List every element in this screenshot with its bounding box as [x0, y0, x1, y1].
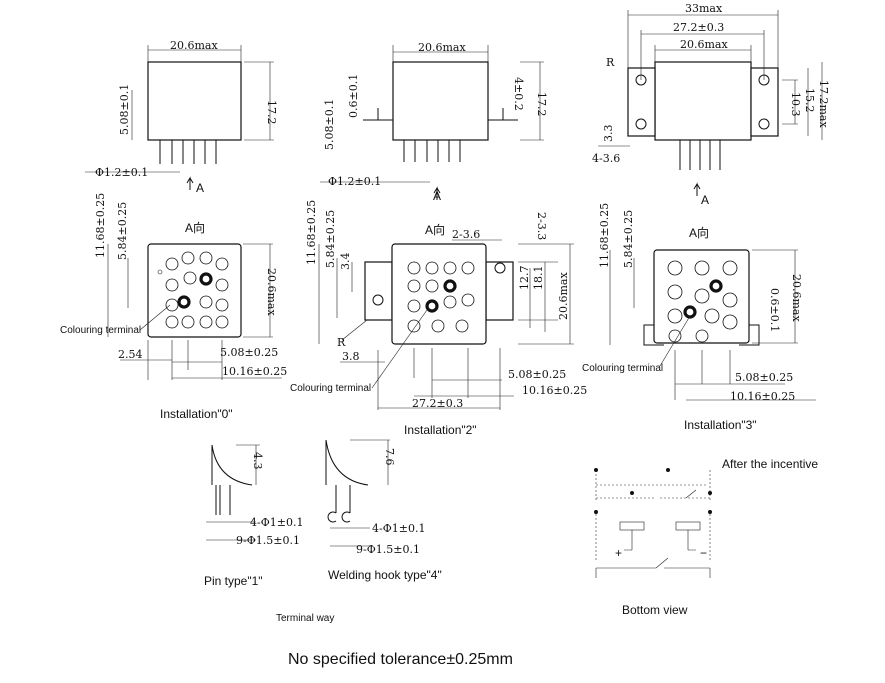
inst2-colour-label: Colouring terminal: [290, 383, 371, 394]
inst3-caption: Installation"3": [684, 418, 757, 432]
tm-height-d: 17.2: [535, 92, 548, 117]
inst3-d4: 20.6max: [790, 274, 803, 322]
inst3-d5: 5.08±0.25: [735, 371, 793, 384]
inst2-d1: 11.68±0.25: [305, 200, 318, 265]
pin-caption: Pin type"1": [204, 574, 263, 588]
tl-height-b: 17.2: [265, 100, 278, 125]
side-view-left: 20.6max 17.2 5.08±0.1 Φ1.2±0.1 A: [85, 39, 278, 195]
inst0-pins: [165, 251, 229, 329]
tl-width: 20.6max: [170, 39, 218, 52]
installation-2: A向 11.68±0.25 5.84±0.25 3.4 2-3.6 2-3.3 …: [290, 200, 587, 437]
hook-h: 7.6: [383, 448, 396, 466]
front-view-right: 33max 27.2±0.3 20.6max R 10.3 15.2 17.2m…: [592, 2, 830, 207]
bottom-plus: +: [615, 546, 622, 560]
inst3-d3: 0.6±0.1: [768, 288, 781, 332]
inst2-d10: 3.8: [342, 350, 360, 363]
footer-tolerance: No specified tolerance±0.25mm: [288, 651, 513, 668]
tr-hole: 4-3.6: [592, 152, 620, 165]
pin-h: 4.3: [251, 452, 264, 470]
inst2-d6: 12.7: [518, 266, 531, 291]
inst3-d1: 11.68±0.25: [598, 203, 611, 268]
inst0-d1: 11.68±0.25: [94, 193, 107, 258]
inst0-d2: 5.84±0.25: [116, 202, 129, 260]
inst0-d5: 5.08±0.25: [220, 346, 278, 359]
bottom-view-title: After the incentive: [722, 457, 818, 471]
side-view-mid: 20.6max 17.2 4±0.2 5.08±0.1 0.6±0.1 Φ1.2…: [320, 41, 548, 203]
tr-arrow: A: [701, 193, 709, 207]
inst2-d7: 18.1: [532, 266, 545, 291]
tm-height-a: 5.08±0.1: [323, 99, 336, 150]
inst3-colour-label: Colouring terminal: [582, 363, 663, 374]
tr-h1: 10.3: [789, 92, 802, 117]
tm-arrow: A: [433, 189, 441, 203]
tr-r: R: [606, 56, 615, 69]
inst2-d11: 5.08±0.25: [508, 368, 566, 381]
inst2-d9: R: [337, 336, 346, 349]
bottom-minus: −: [700, 546, 707, 560]
inst2-d2: 5.84±0.25: [324, 210, 337, 268]
tr-w3: 20.6max: [680, 38, 728, 51]
tm-height-c: 4±0.2: [512, 77, 525, 111]
inst2-caption: Installation"2": [404, 423, 477, 437]
inst0-d4: 2.54: [118, 348, 143, 361]
inst3-view-label: A向: [689, 225, 709, 240]
installation-3: A向 11.68±0.25 5.84±0.25 0.6±0.1 20.6max …: [582, 203, 816, 432]
inst0-d6: 10.16±0.25: [222, 365, 287, 378]
hook-caption: Welding hook type"4": [328, 568, 442, 582]
tr-w1: 33max: [685, 2, 723, 15]
inst3-d2: 5.84±0.25: [622, 210, 635, 268]
inst2-d4: 2-3.6: [452, 228, 480, 241]
inst2-d8: 20.6max: [557, 272, 570, 320]
pin-b: 9-Φ1.5±0.1: [236, 534, 300, 547]
inst3-pins: [667, 260, 738, 343]
inst2-d12: 10.16±0.25: [522, 384, 587, 397]
tm-height-b: 0.6±0.1: [347, 74, 360, 118]
inst2-d5: 2-3.3: [535, 212, 548, 240]
tl-height-a: 5.08±0.1: [118, 84, 131, 135]
tr-h3: 17.2max: [817, 80, 830, 128]
tl-arrow: A: [196, 181, 204, 195]
tm-pin: Φ1.2±0.1: [328, 175, 381, 188]
terminal-hook-type: 7.6 4-Φ1±0.1 9-Φ1.5±0.1 Welding hook typ…: [325, 439, 442, 582]
inst2-pins: [407, 261, 475, 333]
pin-a: 4-Φ1±0.1: [250, 516, 303, 529]
inst2-d3: 3.4: [339, 253, 352, 271]
inst2-d13: 27.2±0.3: [412, 397, 463, 410]
inst3-d6: 10.16±0.25: [730, 390, 795, 403]
terminal-pin-type: 4.3 4-Φ1±0.1 9-Φ1.5±0.1 Pin type"1": [204, 444, 303, 588]
bottom-view-caption: Bottom view: [622, 603, 688, 617]
tr-side: 3.3: [602, 125, 615, 143]
tm-width: 20.6max: [418, 41, 466, 54]
inst0-view-label: A向: [185, 220, 205, 235]
inst0-caption: Installation"0": [160, 407, 233, 421]
tr-h2: 15.2: [803, 88, 816, 113]
terminal-way-title: Terminal way: [276, 613, 334, 624]
hook-a: 4-Φ1±0.1: [372, 522, 425, 535]
installation-0: A向 11.68±0.25 5.84±0.25 20.6max Colourin…: [60, 193, 287, 421]
bottom-view-schematic: After the incentive + − Bottom view: [594, 457, 818, 617]
inst0-colour-label: Colouring terminal: [60, 325, 141, 336]
tr-w2: 27.2±0.3: [673, 21, 724, 34]
inst2-view-label: A向: [425, 222, 445, 237]
inst0-d3: 20.6max: [265, 268, 278, 316]
tl-pin: Φ1.2±0.1: [95, 166, 148, 179]
hook-b: 9-Φ1.5±0.1: [356, 543, 420, 556]
